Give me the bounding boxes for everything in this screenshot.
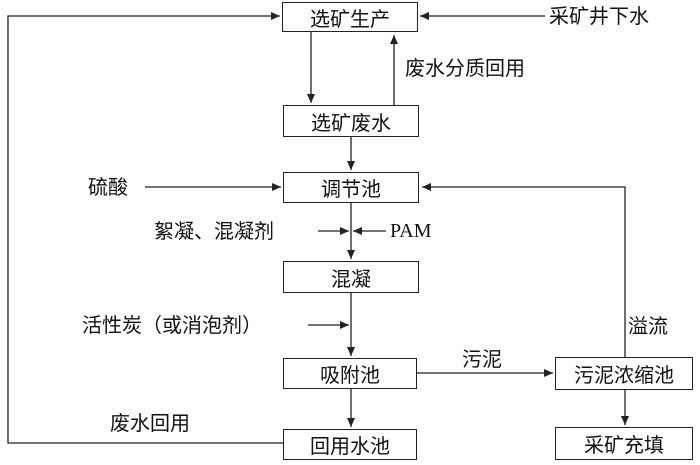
node-coagulation: 混凝 xyxy=(283,261,419,293)
label-sulfuric-acid: 硫酸 xyxy=(88,175,128,199)
node-beneficiation-production: 选矿生产 xyxy=(282,2,418,32)
label-pam: PAM xyxy=(390,220,432,242)
arrow-reuse-to-production xyxy=(7,12,283,444)
label-wastewater-quality-reuse: 废水分质回用 xyxy=(405,56,525,80)
label-overflow: 溢流 xyxy=(628,314,668,338)
node-sludge-thickener: 污泥浓缩池 xyxy=(555,357,693,390)
label-underground-mining: 采矿井下水 xyxy=(549,4,649,28)
label-activated-carbon: 活性炭（或消泡剂） xyxy=(82,313,262,337)
node-regulating-tank: 调节池 xyxy=(283,172,419,203)
node-mining-backfill: 采矿充填 xyxy=(555,427,693,460)
label-sludge: 污泥 xyxy=(462,347,502,371)
label-flocculant-coagulant: 絮凝、混凝剂 xyxy=(154,219,274,243)
label-wastewater-reuse: 废水回用 xyxy=(110,411,190,435)
node-adsorption-tank: 吸附池 xyxy=(283,358,417,389)
node-beneficiation-wastewater: 选矿废水 xyxy=(283,105,419,137)
arrow-overflow-to-regulating xyxy=(422,183,626,357)
node-reuse-tank: 回用水池 xyxy=(283,429,417,460)
